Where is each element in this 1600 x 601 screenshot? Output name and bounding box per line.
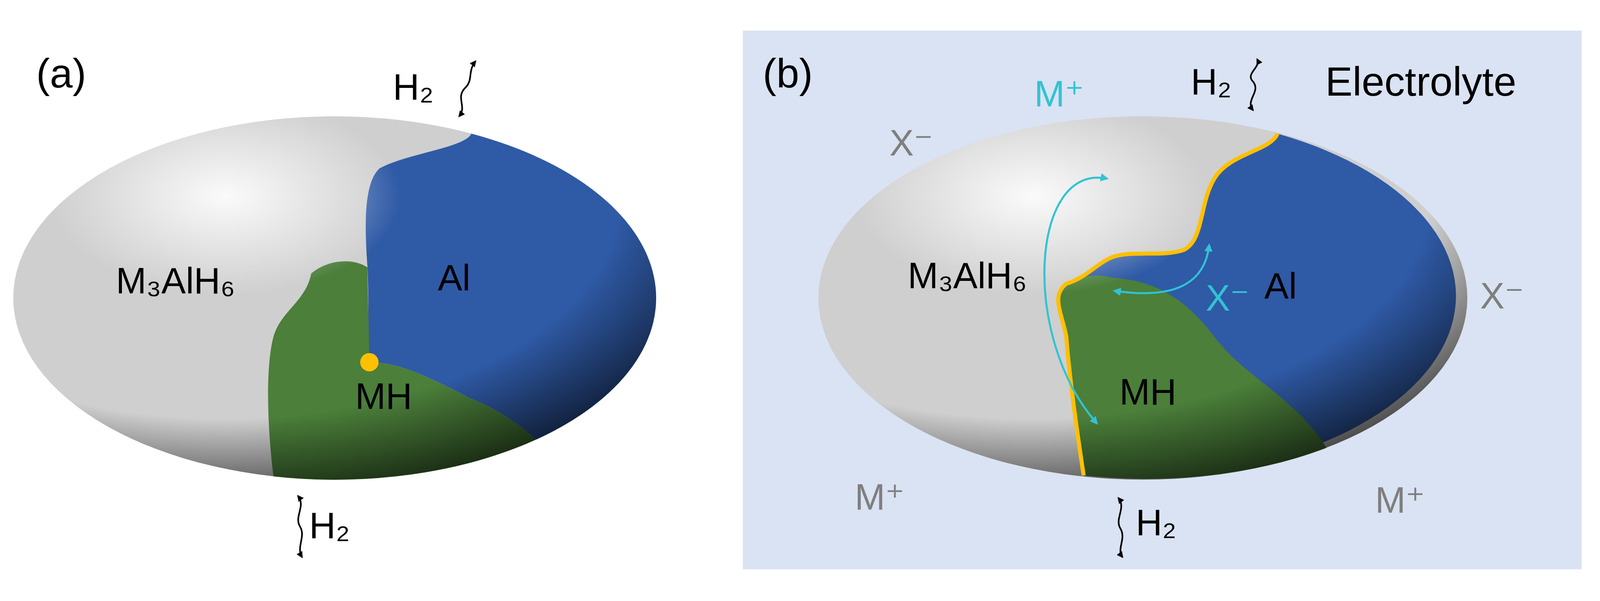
phase-label: MH — [1119, 373, 1177, 411]
gas-label: H₂ — [1190, 63, 1232, 100]
gas-arrow — [1250, 59, 1258, 110]
phase-label: M₃AlH₆ — [115, 262, 236, 299]
gas-label: H₂ — [392, 68, 434, 106]
gas-label: H₂ — [1135, 504, 1177, 541]
particle-shading — [818, 116, 1468, 480]
particle-body — [13, 116, 657, 480]
region-title: Electrolyte — [1325, 61, 1517, 103]
ion-label: X⁻ — [889, 124, 934, 162]
panel-letter: (a) — [36, 52, 87, 94]
phase-label: MH — [355, 377, 413, 415]
phase-region: M₃AlH₆ — [907, 257, 1028, 294]
gas-arrow — [298, 495, 302, 558]
phase-label: M₃AlH₆ — [907, 257, 1028, 294]
ion-label: M⁺ — [854, 478, 905, 516]
phase-region: M₃AlH₆ — [115, 262, 236, 299]
triple-point — [360, 352, 379, 372]
ion-label: M⁺ — [1034, 75, 1085, 113]
phase-interface — [1058, 133, 1278, 476]
panel-letter: (b) — [762, 52, 813, 94]
phase-region: MH — [355, 377, 413, 415]
gas-arrow — [1118, 498, 1123, 558]
gas-arrow — [459, 61, 476, 117]
ion-label: M⁺ — [1375, 481, 1426, 519]
gas-label: H₂ — [309, 507, 350, 544]
phase-region: MH — [1119, 373, 1177, 411]
phase-region: Al — [437, 259, 471, 296]
phase-label: Al — [1264, 267, 1298, 305]
ion-arrow — [1114, 244, 1210, 293]
phase-region: Al — [1264, 267, 1298, 305]
phase-label: Al — [437, 259, 471, 296]
particle-body — [818, 116, 1468, 480]
ion-label: X⁻ — [1480, 277, 1525, 315]
ion-arrow — [1044, 177, 1108, 424]
particle-shading — [13, 116, 657, 480]
ion-label: X⁻ — [1205, 279, 1250, 317]
electrolyte-ground — [742, 30, 1582, 570]
